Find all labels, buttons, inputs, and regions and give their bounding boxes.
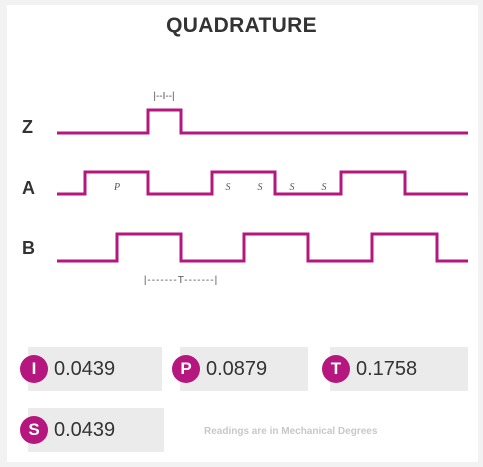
z-signal	[57, 108, 468, 135]
readout-s: S 0.0439	[20, 408, 164, 452]
state-label: S	[258, 182, 263, 193]
quadrature-diagram: Z A B |--I--| P S S S S |-------T-------…	[22, 91, 468, 286]
state-label: S	[226, 182, 231, 193]
units-note: Readings are in Mechanical Degrees	[204, 426, 378, 437]
readout-p: P 0.0879	[172, 347, 308, 391]
readout-s-value: 0.0439	[28, 408, 164, 452]
index-marker: |--I--|	[153, 91, 174, 102]
readout-i-value: 0.0439	[28, 347, 162, 391]
readout-t-value: 0.1758	[330, 347, 468, 391]
i-icon: I	[20, 355, 48, 383]
readout-i: I 0.0439	[20, 347, 162, 391]
state-label: S	[290, 182, 295, 193]
a-signal	[57, 170, 468, 196]
p-icon: P	[172, 355, 200, 383]
pulse-label: P	[113, 182, 120, 193]
channel-label-a: A	[22, 178, 35, 198]
channel-label-z: Z	[22, 117, 33, 137]
page-title: QUADRATURE	[166, 14, 317, 37]
channel-label-b: B	[22, 238, 35, 258]
readout-t: T 0.1758	[322, 347, 468, 391]
s-icon: S	[20, 416, 48, 444]
readout-p-value: 0.0879	[180, 347, 308, 391]
period-marker: |-------T-------|	[144, 275, 218, 286]
t-icon: T	[322, 355, 350, 383]
state-label: S	[322, 182, 327, 193]
b-signal	[57, 232, 468, 263]
